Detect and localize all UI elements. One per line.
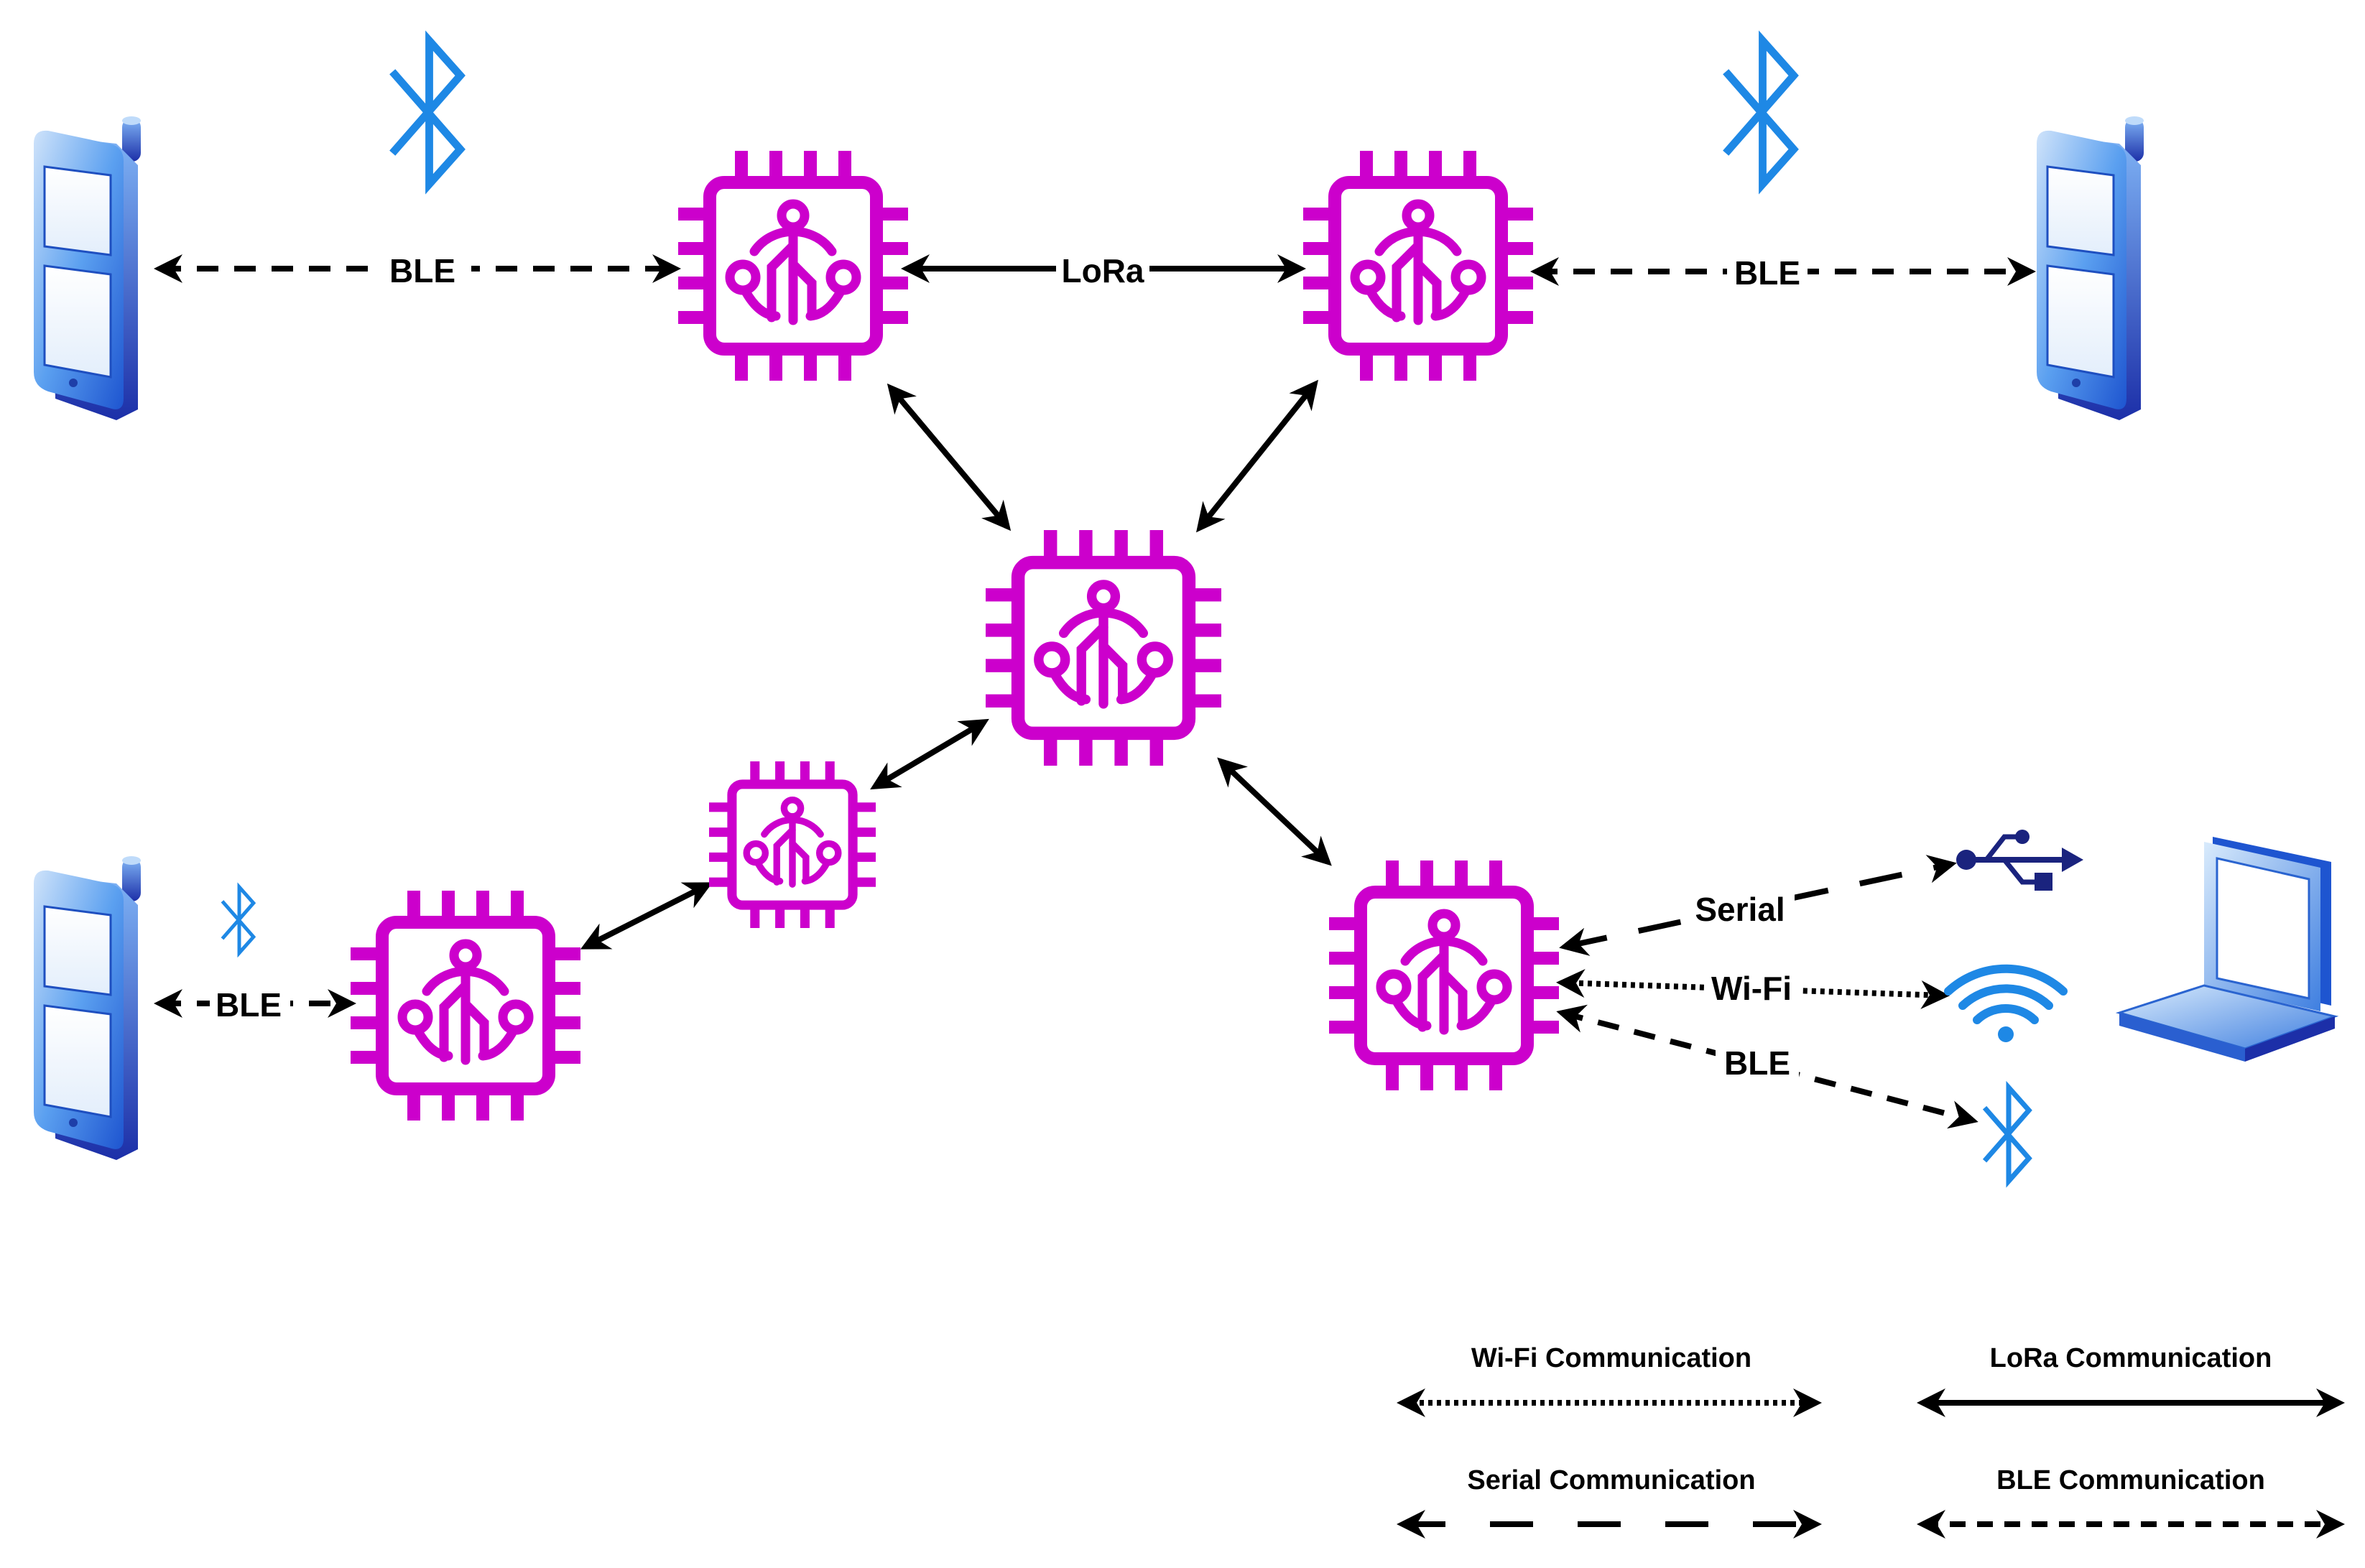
legend-label-serial: Serial Communication xyxy=(1467,1465,1755,1495)
edge-serial xyxy=(1559,855,1957,956)
legend-label-wifi: Wi-Fi Communication xyxy=(1471,1343,1751,1373)
chip-small xyxy=(709,761,876,928)
legend-label-lora: LoRa Communication xyxy=(1990,1343,2272,1373)
bluetooth-icon xyxy=(1726,41,1794,185)
wifi-icon xyxy=(1944,964,2068,1042)
chip-top-left xyxy=(678,151,908,381)
label-ble-laptop: BLE xyxy=(1724,1044,1790,1082)
bluetooth-bottom-left xyxy=(222,887,253,953)
phone-icon xyxy=(32,855,142,1161)
label-ble-top-right: BLE xyxy=(1734,254,1800,292)
chip-icon xyxy=(986,530,1221,766)
usb-icon xyxy=(1956,830,2083,891)
edge-lora-tl-center xyxy=(887,383,1012,532)
bluetooth-icon xyxy=(222,887,253,953)
bluetooth-top-left xyxy=(392,41,460,185)
label-wifi: Wi-Fi xyxy=(1711,970,1792,1007)
phone-top-left xyxy=(32,115,142,422)
bluetooth-icon xyxy=(1985,1087,2030,1181)
bluetooth-laptop xyxy=(1985,1087,2030,1181)
edge-lora-small-bl xyxy=(580,882,713,950)
chip-bottom-right xyxy=(1329,860,1559,1090)
edge-labels: BLE LoRa BLE BLE Serial Wi-Fi BLE xyxy=(210,248,1808,1083)
chip-center xyxy=(986,530,1221,766)
bluetooth-top-right xyxy=(1726,41,1794,185)
phone-icon xyxy=(2035,115,2145,422)
edge-lora-tr-center xyxy=(1196,379,1318,533)
phone-bottom-left xyxy=(32,855,142,1161)
label-ble-bottom-left: BLE xyxy=(216,986,282,1024)
chip-bottom-left xyxy=(351,891,580,1121)
chip-icon xyxy=(1303,151,1533,381)
laptop-icon xyxy=(2115,837,2339,1062)
legend-label-ble: BLE Communication xyxy=(1996,1465,2265,1495)
label-ble-top-left: BLE xyxy=(389,252,455,289)
label-serial: Serial xyxy=(1695,891,1785,928)
chip-icon xyxy=(351,891,580,1121)
bluetooth-icon xyxy=(392,41,460,185)
edge-lora-center-small xyxy=(870,718,989,790)
chip-top-right xyxy=(1303,151,1533,381)
edge-ble-laptop xyxy=(1556,1004,1978,1129)
edge-lora-center-br xyxy=(1217,757,1332,866)
legend: Wi-Fi Communication LoRa Communication S… xyxy=(1397,1343,2345,1539)
chip-icon xyxy=(678,151,908,381)
phone-top-right xyxy=(2035,115,2145,422)
label-lora-top: LoRa xyxy=(1062,252,1144,289)
chip-icon xyxy=(1329,860,1559,1090)
phone-icon xyxy=(32,115,142,422)
chip-icon xyxy=(709,761,876,928)
